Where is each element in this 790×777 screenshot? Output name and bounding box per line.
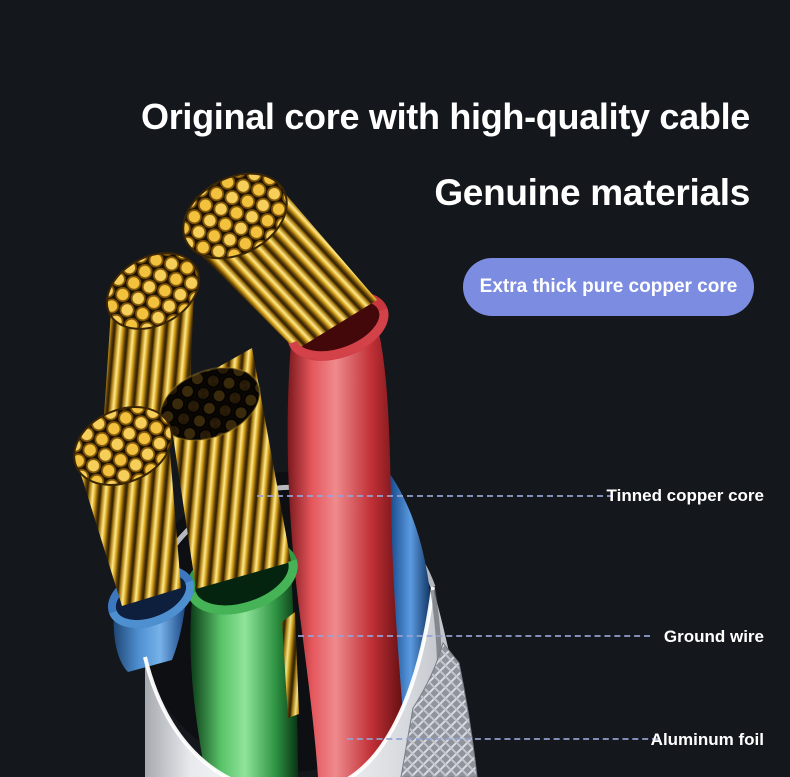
outer-jacket <box>143 586 478 777</box>
aluminum-foil-braid <box>400 641 478 777</box>
feature-badge: Extra thick pure copper core <box>463 258 754 316</box>
page-title: Original core with high-quality cable <box>141 96 750 137</box>
callout-label-aluminum-foil: Aluminum foil <box>650 730 764 749</box>
copper-bundle-face-top-left <box>105 252 201 330</box>
callout-label-ground-wire: Ground wire <box>663 627 764 646</box>
leader-line-aluminum-foil <box>347 738 658 740</box>
red-wire <box>182 172 408 777</box>
page-subtitle: Genuine materials <box>434 172 750 213</box>
leader-line-tinned-copper-core <box>257 495 613 497</box>
blue-wire-left <box>73 406 195 672</box>
leader-line-ground-wire <box>298 635 650 637</box>
callout-label-tinned-copper-core: Tinned copper core <box>606 486 764 505</box>
copper-bundle-face-red <box>182 172 288 260</box>
copper-bundle-face-blue <box>73 406 173 486</box>
copper-sliver <box>282 612 299 718</box>
green-wire <box>159 348 298 777</box>
